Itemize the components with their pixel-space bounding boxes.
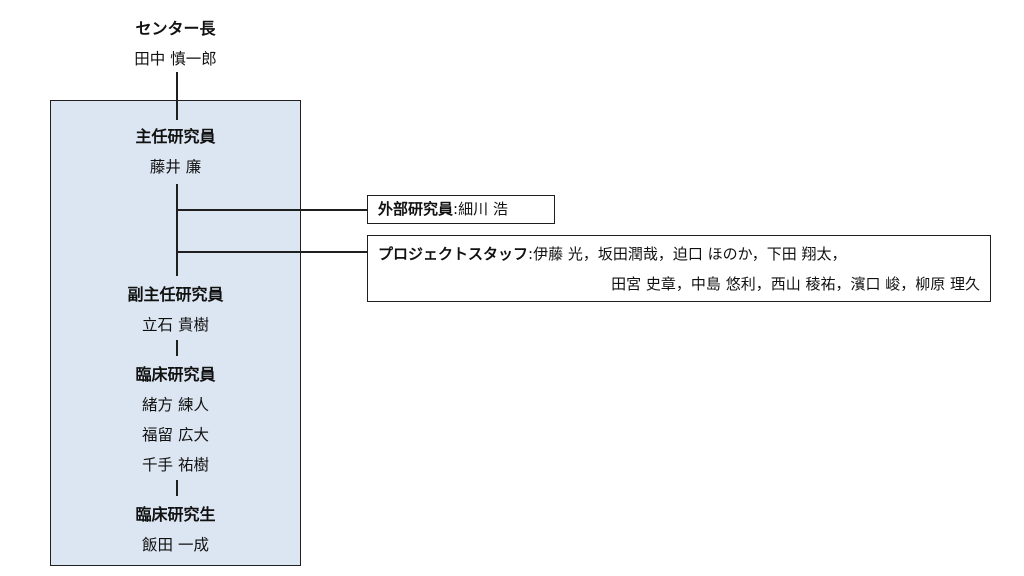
chief-researcher-name: 藤井 廉 [149, 158, 202, 176]
chief-researcher-title: 主任研究員 [135, 127, 216, 146]
deputy-chief-researcher-name: 立石 貴樹 [142, 316, 209, 334]
director-name: 田中 慎一郎 [134, 50, 217, 68]
clinical-student-name: 飯田 一成 [142, 536, 209, 554]
connector-director-to-chief [176, 72, 178, 120]
project-staff-members-line1: 伊藤 光，坂田潤哉，迫口 ほのか，下田 翔太， [533, 245, 847, 263]
external-researcher-line: 外部研究員:細川 浩 [378, 199, 508, 219]
clinical-researcher-name: 千手 祐樹 [142, 456, 209, 474]
external-researcher-box: 外部研究員:細川 浩 [367, 195, 555, 224]
clinical-researcher-title: 臨床研究員 [135, 365, 216, 384]
connector-clinical-to-student [176, 480, 178, 496]
connector-to-project-staff [176, 251, 368, 253]
clinical-researcher-name: 福留 広大 [142, 426, 209, 444]
project-staff-separator: : [528, 245, 534, 263]
project-staff-members-line2: 田宮 史章，中島 悠利，西山 稜祐，濱口 峻，柳原 理久 [611, 275, 980, 293]
project-staff-box: プロジェクトスタッフ:伊藤 光，坂田潤哉，迫口 ほのか，下田 翔太， 田宮 史章… [367, 235, 991, 302]
external-researcher-label: 外部研究員 [378, 200, 454, 218]
connector-deputy-to-clinical [176, 340, 178, 356]
external-researcher-members: 細川 浩 [458, 200, 508, 218]
project-staff-label: プロジェクトスタッフ [378, 245, 529, 263]
project-staff-line-1: プロジェクトスタッフ:伊藤 光，坂田潤哉，迫口 ほのか，下田 翔太， [378, 244, 847, 264]
connector-to-external-researcher [176, 209, 368, 211]
director-title: センター長 [135, 19, 216, 38]
research-team-box [50, 100, 301, 566]
external-researcher-separator: : [453, 200, 459, 218]
clinical-student-title: 臨床研究生 [135, 505, 216, 524]
deputy-chief-researcher-title: 副主任研究員 [127, 285, 224, 304]
connector-chief-to-deputy [176, 184, 178, 276]
clinical-researcher-name: 緒方 練人 [142, 396, 209, 414]
